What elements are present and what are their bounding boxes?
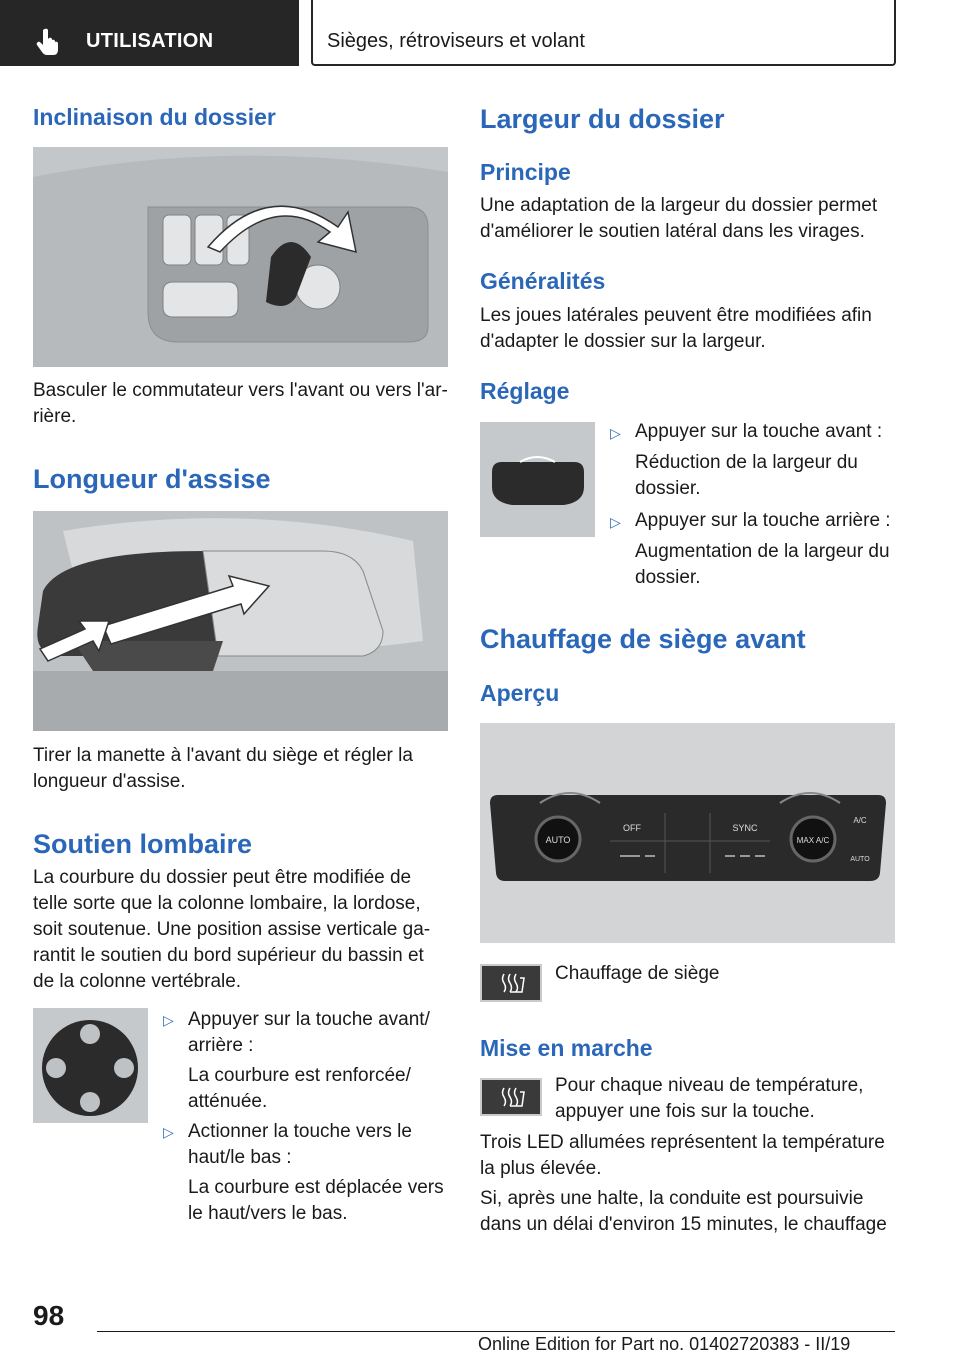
switch-on-text: Pour chaque niveau de température, appuy… (555, 1075, 864, 1122)
section-tab: UTILISATION (0, 0, 299, 66)
panel-label-max-ac: MAX A/C (797, 836, 830, 845)
principle-text: Une adaptation de la largeur du dossier … (480, 195, 878, 242)
page-number: 98 (33, 1300, 65, 1331)
width-button-image (480, 422, 595, 537)
climate-control-panel-image: AUTO OFF SYNC MAX A/C A/C AUTO (480, 723, 895, 943)
lumbar-bullet-1-action: Appuyer sur la touche avant/ arrière : (188, 1009, 430, 1056)
panel-label-sync: SYNC (732, 823, 758, 833)
lumbar-intro: La courbure du dossier peut être modifié… (33, 867, 431, 992)
seat-switch-recline-image (33, 147, 448, 367)
section-title: UTILISATION (86, 30, 214, 52)
general-text: Les joues latérales peuvent être modifié… (480, 305, 872, 352)
principle-heading: Principe (480, 159, 571, 185)
bullet-triangle-icon: ▷ (163, 1012, 174, 1028)
adjust-heading: Réglage (480, 378, 570, 404)
bullet-triangle-icon: ▷ (610, 425, 621, 441)
led-text: Trois LED allumées représentent la tempé… (480, 1132, 885, 1179)
recline-heading: Inclinaison du dossier (33, 104, 276, 130)
switch-on-heading: Mise en marche (480, 1035, 653, 1061)
panel-label-ac: A/C (853, 816, 867, 825)
panel-label-auto-left: AUTO (546, 835, 571, 845)
recline-text: Basculer le commutateur vers l'avant ou … (33, 380, 448, 427)
panel-label-auto-right: AUTO (850, 856, 870, 863)
footer-divider (97, 1331, 895, 1332)
width-bullet-1-action: Appuyer sur la touche avant : (635, 421, 883, 442)
lumbar-bullet-2-action: Actionner la touche vers le haut/le bas … (188, 1121, 412, 1168)
bullet-triangle-icon: ▷ (163, 1124, 174, 1140)
seat-heating-icon (480, 1078, 542, 1116)
seat-heating-legend-icon (480, 964, 542, 1002)
width-bullet-2-result: Augmentation de la largeur du dossier. (635, 541, 890, 588)
page-header: UTILISATION Sièges, rétroviseurs et vola… (0, 0, 960, 66)
hand-pointer-icon (36, 28, 58, 55)
width-bullet-2-action: Appuyer sur la touche arrière : (635, 510, 891, 531)
width-bullet-1-result: Réduction de la largeur du dossier. (635, 452, 858, 499)
seat-length-heading: Longueur d'assise (33, 464, 271, 494)
continue-text: Si, après une halte, la conduite est pou… (480, 1188, 887, 1235)
seat-length-text: Tirer la manette à l'avant du siège et r… (33, 745, 413, 792)
bullet-triangle-icon: ▷ (610, 514, 621, 530)
panel-label-off: OFF (623, 823, 641, 833)
chapter-tab: Sièges, rétroviseurs et volant (311, 0, 896, 66)
seat-heating-heading: Chauffage de siège avant (480, 624, 806, 654)
lumbar-bullet-1-result: La courbure est renforcée/ atténuée. (188, 1065, 411, 1112)
lumbar-bullet-2-result: La courbure est déplacée vers le haut/ve… (188, 1177, 444, 1224)
lumbar-heading: Soutien lombaire (33, 829, 253, 859)
chapter-title: Sièges, rétroviseurs et volant (327, 30, 585, 52)
backrest-width-heading: Largeur du dossier (480, 104, 725, 134)
overview-heading: Aperçu (480, 680, 560, 706)
footer-edition: Online Edition for Part no. 01402720383 … (478, 1334, 851, 1354)
general-heading: Généralités (480, 268, 606, 294)
seat-length-lever-image (33, 511, 448, 731)
lumbar-button-image (33, 1008, 148, 1123)
seat-heating-legend-text: Chauffage de siège (555, 963, 720, 984)
